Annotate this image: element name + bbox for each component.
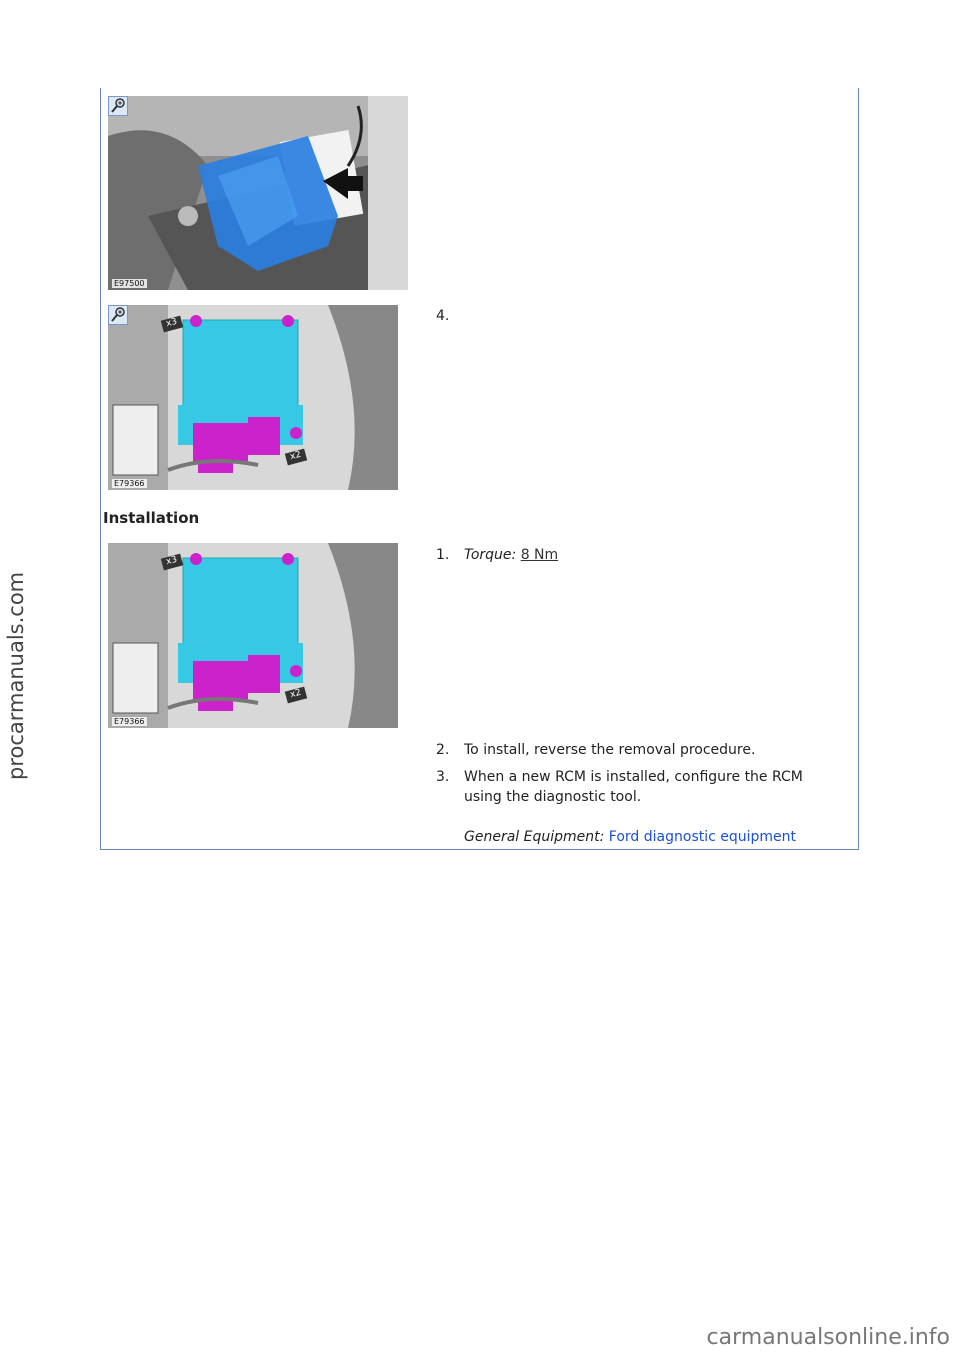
installation-heading: Installation [103, 509, 200, 527]
diagram-rcm-removal-graphic [108, 305, 398, 490]
image-code: E79366 [112, 479, 147, 488]
side-watermark: procarmanuals.com [4, 571, 28, 780]
zoom-icon[interactable] [108, 305, 128, 325]
general-equipment: General Equipment: Ford diagnostic equip… [464, 827, 796, 847]
removal-step-4-number: 4. [436, 308, 450, 324]
photo-rcm-covered-graphic [108, 96, 408, 290]
procedure-frame [100, 88, 859, 850]
image-code: E97500 [112, 279, 147, 288]
install-step-2-number: 2. [436, 742, 450, 758]
install-step-2-text: To install, reverse the removal procedur… [464, 742, 756, 758]
install-step-1: Torque: 8 Nm [464, 545, 558, 565]
diagram-rcm-removal: x3 x2 E79366 [108, 305, 398, 490]
torque-label: Torque: [464, 547, 517, 563]
install-step-1-number: 1. [436, 547, 450, 563]
ford-diagnostic-equipment-link[interactable]: Ford diagnostic equipment [608, 829, 797, 845]
footer-watermark[interactable]: carmanualsonline.info [706, 1325, 950, 1350]
general-equipment-label: General Equipment: [464, 829, 605, 845]
diagram-rcm-installation: x3 x2 E79366 [108, 543, 398, 728]
diagram-rcm-installation-graphic [108, 543, 398, 728]
zoom-icon[interactable] [108, 96, 128, 116]
photo-rcm-covered: E97500 [108, 96, 408, 290]
install-step-3-text-line1: When a new RCM is installed, configure t… [464, 769, 803, 785]
image-code: E79366 [112, 717, 147, 726]
torque-value[interactable]: 8 Nm [520, 547, 559, 563]
install-step-3-number: 3. [436, 769, 450, 785]
install-step-3-text-line2: using the diagnostic tool. [464, 789, 642, 805]
